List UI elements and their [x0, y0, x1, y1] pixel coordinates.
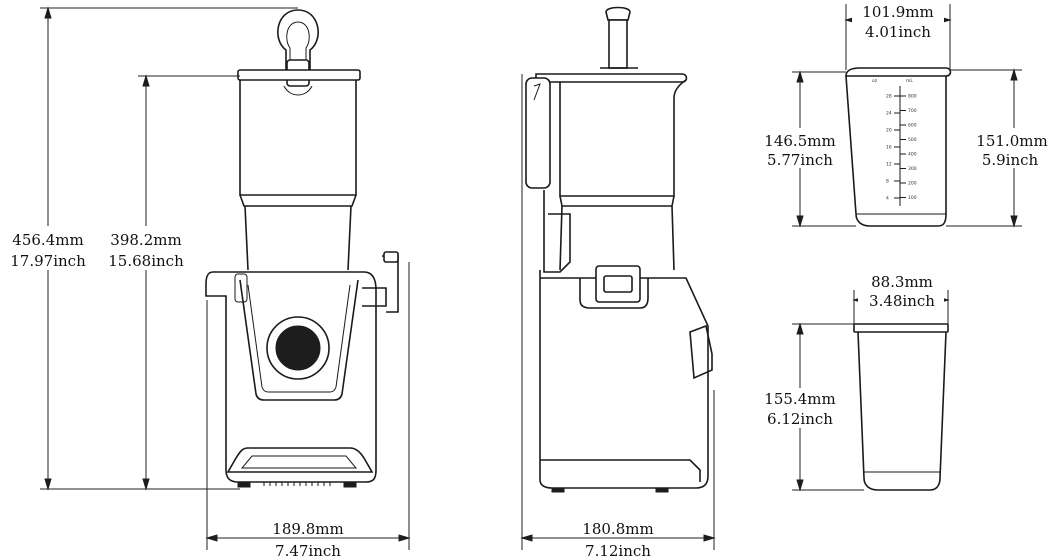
jug-right-height-mm: 151.0mm — [976, 132, 1047, 150]
jug-oz-tick-label: 20 — [886, 128, 892, 134]
jug-ml-tick-label: 300 — [908, 166, 917, 172]
side-depth-mm: 180.8mm — [582, 520, 653, 538]
front-view: 456.4mm 17.97inch 398.2mm 15.68inch 189.… — [6, 6, 411, 560]
jug-dimensions — [792, 4, 1022, 228]
jug-right-height-inch: 5.9inch — [982, 151, 1039, 169]
jug-oz-tick-label: 12 — [886, 162, 892, 168]
jug-oz-header: oz — [872, 79, 878, 84]
jug-ml-tick-label: 700 — [908, 108, 917, 114]
side-view: 180.8mm 7.12inch — [520, 6, 716, 560]
side-dimensions — [520, 74, 716, 550]
cup-top-width-mm: 88.3mm — [871, 273, 933, 291]
jug-oz-tick-label: 16 — [886, 145, 892, 151]
jug-left-height-mm: 146.5mm — [764, 132, 835, 150]
juice-cup: 88.3mm 3.48inch 155.4mm 6.12inch — [760, 273, 950, 492]
front-body-height-mm: 398.2mm — [110, 231, 181, 249]
jug-left-height-inch: 5.77inch — [767, 151, 833, 169]
jug-ml-header: mL — [906, 78, 913, 84]
side-depth-inch: 7.12inch — [585, 542, 651, 560]
jug-oz-tick-label: 28 — [886, 94, 892, 100]
jug-ml-tick-label: 500 — [908, 137, 917, 143]
jug-oz-tick-label: 24 — [886, 111, 892, 117]
motor-base — [205, 251, 399, 488]
front-total-height-mm: 456.4mm — [12, 231, 83, 249]
cup-height-mm: 155.4mm — [764, 390, 835, 408]
side-hopper — [525, 73, 688, 271]
pusher-handle — [277, 9, 319, 96]
jug-ml-tick-label: 100 — [908, 195, 917, 201]
front-width-mm: 189.8mm — [272, 520, 343, 538]
front-dimensions — [40, 6, 411, 550]
jug-ml-tick-label: 800 — [908, 94, 917, 100]
jug-scale: 800 700 600 500 400 300 200 100 28 24 20 16 12 8 4 — [886, 86, 917, 206]
jug-oz-tick-label: 8 — [886, 179, 889, 185]
jug-ml-tick-label: 600 — [908, 123, 917, 129]
jug-top-width-mm: 101.9mm — [862, 3, 933, 21]
jug-top-width-inch: 4.01inch — [865, 23, 931, 41]
hopper — [237, 69, 361, 271]
front-width-inch: 7.47inch — [275, 542, 341, 560]
cup-height-inch: 6.12inch — [767, 410, 833, 428]
jug-ml-tick-label: 400 — [908, 152, 917, 158]
front-total-height-inch: 17.97inch — [10, 252, 86, 270]
side-base — [539, 190, 713, 493]
jug-ml-tick-label: 200 — [908, 181, 917, 187]
jug-oz-tick-label: 4 — [886, 196, 889, 202]
side-pusher — [600, 6, 638, 69]
front-body-height-inch: 15.68inch — [108, 252, 184, 270]
cup-top-width-inch: 3.48inch — [869, 292, 935, 310]
measuring-jug: oz mL 800 700 600 500 400 300 200 100 28 24 20 16 12… — [760, 2, 1049, 228]
